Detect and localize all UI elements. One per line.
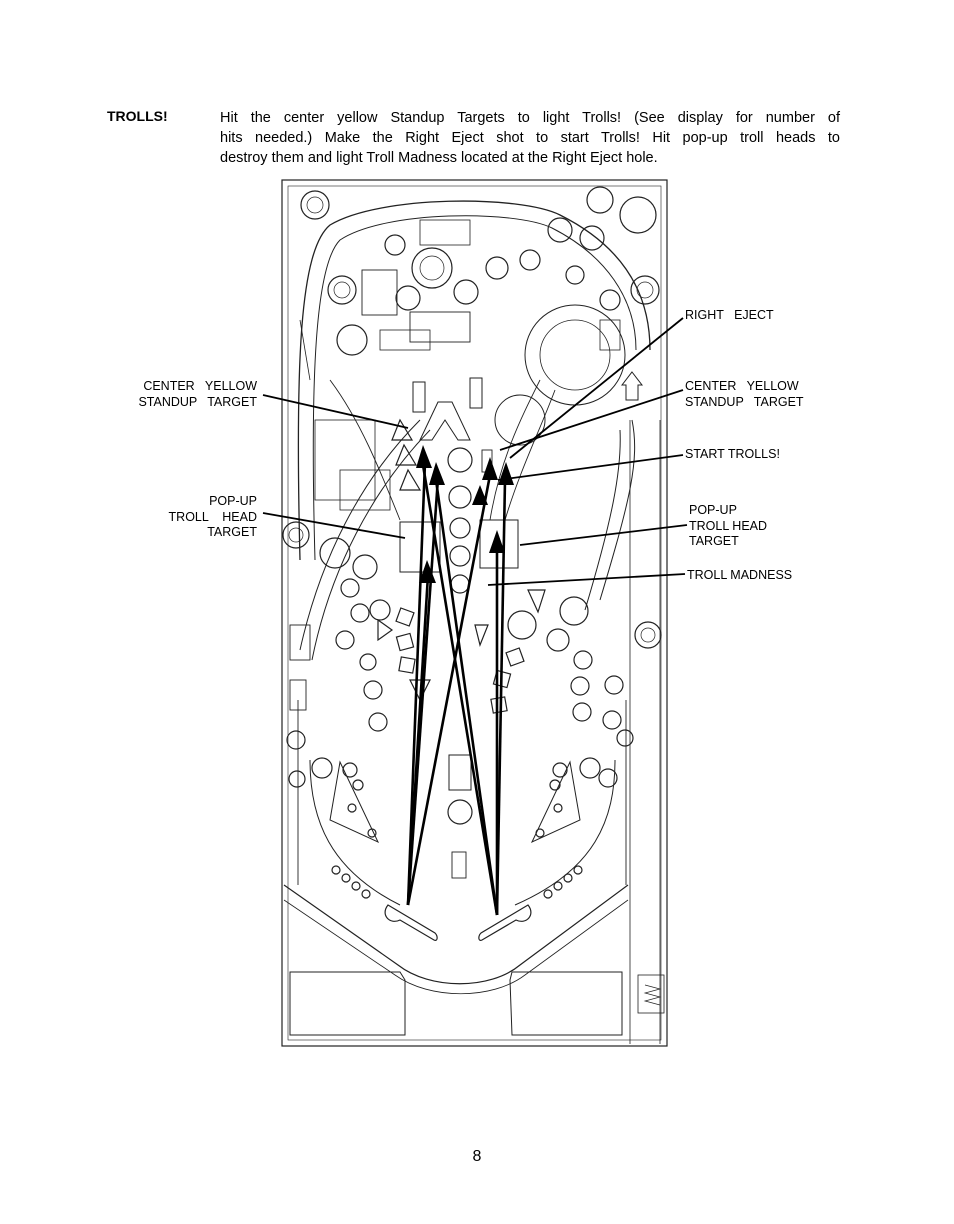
arrow-head — [472, 485, 488, 505]
shot-arrow — [406, 574, 430, 906]
callout-center-yellow-left: CENTER YELLOW STANDUP TARGET — [138, 379, 257, 409]
callout-right-eject: RIGHT EJECT — [685, 308, 774, 322]
leader-line — [509, 317, 684, 459]
callout-center-yellow-right: CENTER YELLOW STANDUP TARGET — [685, 379, 804, 409]
shot-arrow — [406, 474, 492, 906]
arrow-head — [489, 530, 505, 553]
arrow-head — [498, 462, 514, 485]
page-number: 8 — [472, 1148, 482, 1165]
arrow-head — [419, 560, 436, 583]
description-line: hits needed.) Make the Right Eject shot … — [220, 130, 840, 146]
shot-arrow — [421, 464, 499, 916]
leader-line — [262, 512, 406, 539]
arrow-head — [482, 457, 498, 480]
leader-line — [519, 524, 688, 546]
arrow-head — [429, 462, 445, 485]
leader-line — [497, 454, 684, 481]
section-description: Hit the center yellow Standup Targets to… — [220, 108, 840, 168]
shot-arrow — [434, 479, 499, 916]
callout-popup-left: POP-UP TROLL HEAD TARGET — [168, 494, 257, 539]
leader-line — [499, 389, 684, 451]
playfield-outline — [281, 179, 668, 1047]
leader-line — [487, 573, 686, 586]
shot-arrow — [406, 461, 427, 906]
section-heading: TROLLS! — [107, 108, 168, 124]
callout-troll-madness: TROLL MADNESS — [687, 568, 793, 582]
description-line: destroy them and light Troll Madness loc… — [220, 150, 658, 166]
leader-line — [262, 394, 409, 429]
callout-popup-right: POP-UP TROLL HEAD TARGET — [689, 503, 768, 548]
callout-start-trolls: START TROLLS! — [685, 447, 780, 461]
arrow-head — [416, 445, 432, 468]
description-line: Hit the center yellow Standup Targets to… — [220, 110, 840, 126]
